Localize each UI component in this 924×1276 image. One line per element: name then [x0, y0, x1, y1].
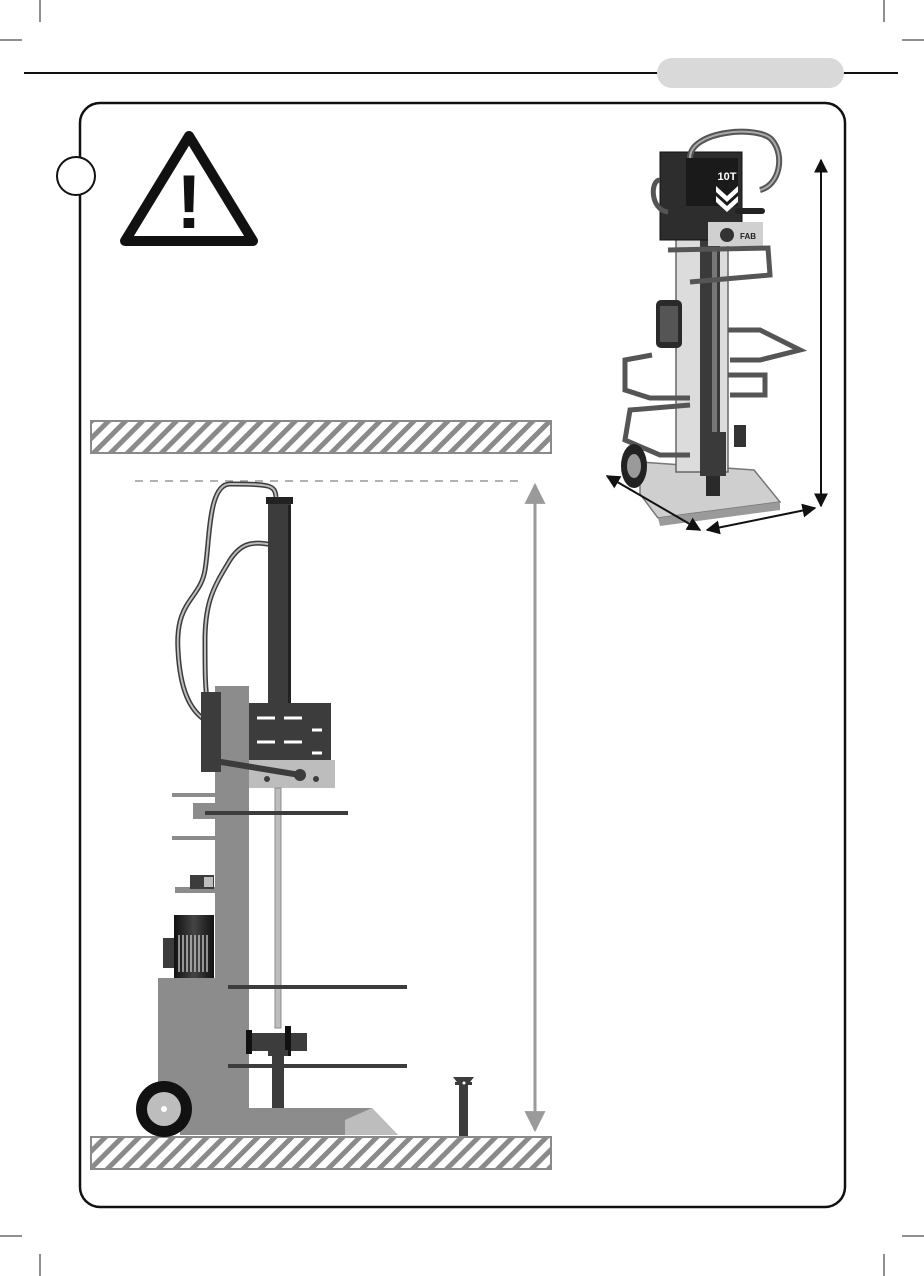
floor-hatch — [91, 1137, 551, 1169]
photo-brand-text: FAB — [740, 232, 756, 241]
hydraulic-hose — [178, 484, 276, 720]
splitting-rod — [275, 788, 281, 1028]
column-extension — [453, 1077, 474, 1136]
header-tab — [657, 58, 844, 88]
valve-block — [249, 703, 331, 769]
splitting-wedge — [247, 1033, 307, 1051]
warning-triangle-icon: ! — [125, 136, 253, 245]
hydraulic-hose-2 — [205, 543, 272, 705]
warning-glyph: ! — [176, 160, 201, 245]
photo-badge-text: 10T — [718, 171, 737, 183]
hydraulic-cylinder — [268, 500, 291, 710]
step-marker — [57, 157, 95, 195]
motor-icon — [174, 915, 214, 978]
log-splitter-photo: 10T FAB — [607, 132, 821, 530]
log-splitter-side-view — [136, 484, 474, 1137]
ceiling-hatch — [91, 421, 551, 453]
